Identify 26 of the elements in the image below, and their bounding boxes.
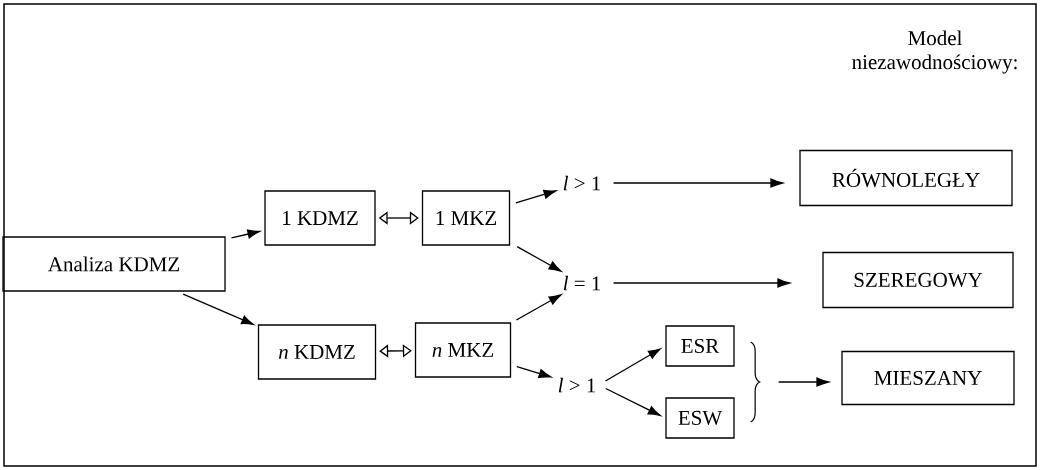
box: 1 KDMZ [264, 190, 376, 246]
arrow [182, 293, 254, 326]
arrow [605, 387, 661, 416]
box: SZEREGOWY [822, 251, 1014, 309]
arrow [230, 229, 261, 239]
arrow [516, 246, 562, 272]
heading: Model niezawodnościowy: [852, 30, 1017, 74]
arrow [778, 377, 829, 387]
condition-text: l = 1 [563, 275, 601, 291]
arrow [612, 178, 783, 188]
arrow [515, 189, 557, 204]
box: Analiza KDMZ [2, 236, 226, 292]
box: 1 MKZ [421, 190, 511, 246]
box: n MKZ [414, 322, 512, 378]
arrow [379, 344, 412, 358]
box: ESW [665, 397, 735, 439]
condition-text: l > 1 [563, 175, 601, 191]
arrow [604, 348, 661, 382]
condition-text: l > 1 [558, 377, 596, 393]
arrow [612, 278, 790, 288]
box: n KDMZ [257, 324, 377, 380]
box: RÓWNOLEGŁY [799, 149, 1013, 207]
arrow [516, 365, 552, 378]
box: ESR [665, 325, 735, 367]
arrow [515, 294, 562, 321]
box: MIESZANY [841, 350, 1015, 406]
